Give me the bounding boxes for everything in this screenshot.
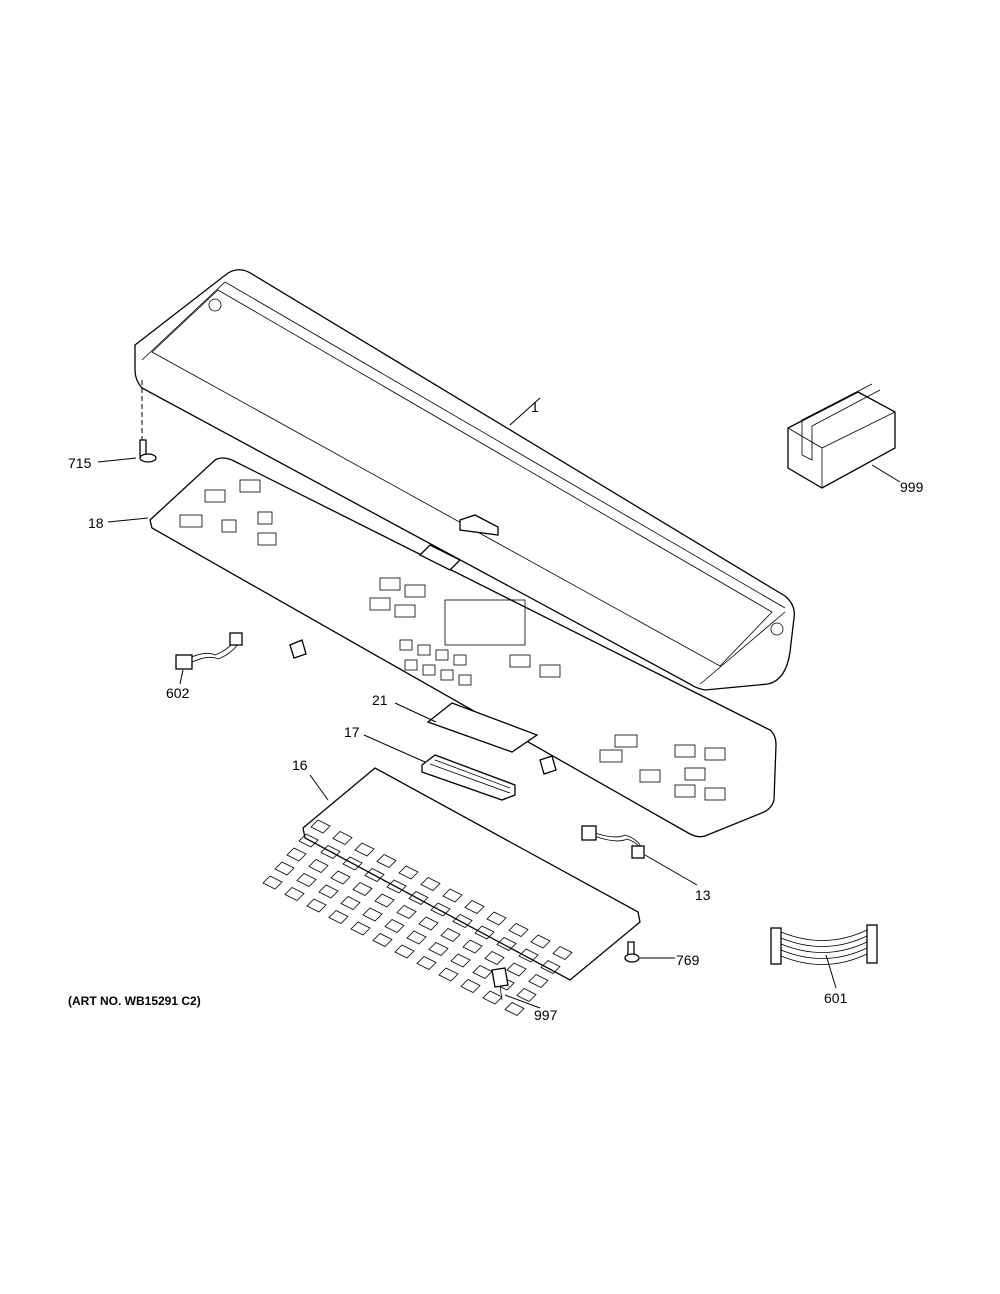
part-16-control-board	[262, 767, 641, 1016]
board-key-pad	[274, 861, 295, 876]
callout-16: 16	[292, 757, 308, 773]
board-key-pad	[328, 910, 349, 924]
board-key-pad	[372, 933, 393, 947]
board-key-pad	[418, 916, 439, 931]
board-key-pad	[310, 819, 331, 834]
board-key-pad	[506, 962, 527, 977]
board-key-pad	[354, 842, 375, 857]
board-key-pad	[430, 902, 451, 917]
board-key-pad	[462, 939, 483, 954]
board-key-pad	[408, 891, 429, 905]
board-key-pad	[442, 888, 463, 903]
board-key-pad	[452, 914, 473, 928]
board-key-pad	[332, 831, 353, 845]
board-key-pad	[460, 979, 481, 993]
board-key-pad	[374, 893, 395, 908]
board-key-pad	[286, 847, 307, 862]
board-key-pad	[376, 854, 397, 868]
board-key-pad	[298, 833, 319, 848]
board-key-pad	[420, 877, 441, 891]
board-key-pad	[486, 911, 507, 926]
board-key-pad	[398, 865, 419, 880]
board-key-pad	[428, 942, 449, 956]
board-key-pad	[508, 923, 529, 937]
part-601-ribbon-cable	[770, 924, 878, 965]
board-key-pad	[438, 967, 459, 982]
callout-769: 769	[676, 952, 700, 968]
board-key-pad	[464, 900, 485, 914]
board-key-pad	[384, 919, 405, 933]
part-17-keypad-connector	[421, 754, 516, 801]
part-1-control-panel-frame	[134, 269, 795, 691]
board-key-pad	[296, 873, 317, 887]
board-key-pad	[396, 905, 417, 919]
callout-601: 601	[824, 990, 848, 1006]
board-key-pad	[342, 856, 363, 871]
board-key-pad	[320, 845, 341, 859]
part-769-screw	[624, 941, 640, 963]
board-key-pad	[262, 875, 283, 890]
callout-17: 17	[344, 724, 360, 740]
callout-715: 715	[68, 455, 92, 471]
callout-21: 21	[372, 692, 388, 708]
part-18-touch-panel-overlay	[149, 457, 777, 838]
board-key-pad	[284, 887, 305, 901]
board-key-pad	[516, 988, 537, 1002]
board-key-pad	[386, 879, 407, 894]
part-997-connector	[491, 967, 509, 1001]
part-602-wire-harness	[175, 632, 243, 670]
board-key-pad	[474, 925, 495, 940]
part-715-screw	[139, 380, 157, 463]
board-key-pad	[440, 928, 461, 942]
board-key-pad	[450, 953, 471, 968]
board-key-pad	[364, 868, 385, 882]
callout-602: 602	[166, 685, 190, 701]
board-key-pad	[530, 934, 551, 949]
board-key-pad	[496, 937, 517, 951]
board-key-pad	[330, 870, 351, 885]
callout-997: 997	[534, 1007, 558, 1023]
leader-lines	[97, 397, 901, 1009]
board-key-pad	[504, 1002, 525, 1016]
board-key-pad	[416, 956, 437, 970]
board-key-pad	[362, 907, 383, 922]
board-key-pad	[350, 921, 371, 936]
callout-18: 18	[88, 515, 104, 531]
part-21-display-window	[426, 702, 539, 753]
board-key-pad	[340, 896, 361, 910]
part-13-wire-harness	[581, 825, 645, 859]
callout-13: 13	[695, 887, 711, 903]
art-number: (ART NO. WB15291 C2)	[68, 994, 201, 1008]
board-key-pad	[484, 951, 505, 965]
board-key-pad	[394, 944, 415, 959]
part-999-kit-box	[787, 383, 896, 489]
board-key-pad	[352, 882, 373, 896]
board-key-pad	[552, 946, 573, 960]
board-key-pad	[528, 974, 549, 988]
board-key-pad	[306, 898, 327, 913]
board-key-pad	[482, 990, 503, 1005]
board-key-pad	[318, 884, 339, 899]
callout-1: 1	[531, 399, 539, 415]
board-key-pad	[472, 965, 493, 979]
board-key-pad	[518, 948, 539, 963]
board-key-pad	[308, 859, 329, 873]
board-key-pad	[540, 960, 561, 974]
callout-999: 999	[900, 479, 924, 495]
board-key-pad	[406, 930, 427, 945]
